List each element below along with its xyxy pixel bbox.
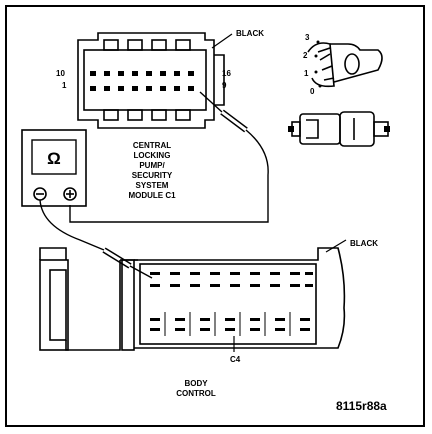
- key-dots: [314, 40, 322, 88]
- label-pin-16: 16: [222, 69, 231, 78]
- connector-c4-pins-bottom: [150, 318, 310, 331]
- label-black-bottom: BLACK: [350, 239, 378, 248]
- module-label-6: MODULE C1: [128, 191, 176, 200]
- lock-cylinder-fill: [288, 126, 390, 132]
- lock-cylinder: [291, 111, 389, 147]
- leader-black-bottom: [325, 239, 347, 253]
- module-label-3: PUMP/: [139, 161, 165, 170]
- body-control-label-2: CONTROL: [176, 389, 216, 398]
- probe-lead-c1: [69, 91, 269, 223]
- module-label-4: SECURITY: [132, 171, 173, 180]
- label-black-top: BLACK: [236, 29, 264, 38]
- key-pos-0: 0: [310, 87, 315, 96]
- connector-c4-pins-top: [150, 272, 313, 287]
- ohmmeter: [21, 129, 87, 207]
- c4-divider-ticks: [164, 312, 291, 336]
- figure-id: 8115r88a: [336, 399, 387, 413]
- module-label-5: SYSTEM: [136, 181, 169, 190]
- diagram-frame: [5, 5, 425, 427]
- module-label-2: LOCKING: [134, 151, 171, 160]
- ohm-symbol: Ω: [47, 149, 61, 168]
- key-pos-1: 1: [304, 69, 309, 78]
- module-label-1: CENTRAL: [133, 141, 171, 150]
- body-control-module: [39, 247, 346, 351]
- label-pin-9: 9: [222, 81, 227, 90]
- label-pin-1: 1: [62, 81, 67, 90]
- label-pin-10: 10: [56, 69, 65, 78]
- connector-c1-pins: [90, 71, 194, 91]
- label-c4: C4: [230, 355, 241, 364]
- key-pos-3: 3: [305, 33, 310, 42]
- body-control-label-1: BODY: [184, 379, 208, 388]
- probe-lead-negative: [39, 199, 153, 279]
- leader-black-top: [211, 33, 233, 49]
- ignition-key: [307, 42, 383, 88]
- key-pos-2: 2: [303, 51, 308, 60]
- connector-c1: [77, 32, 225, 129]
